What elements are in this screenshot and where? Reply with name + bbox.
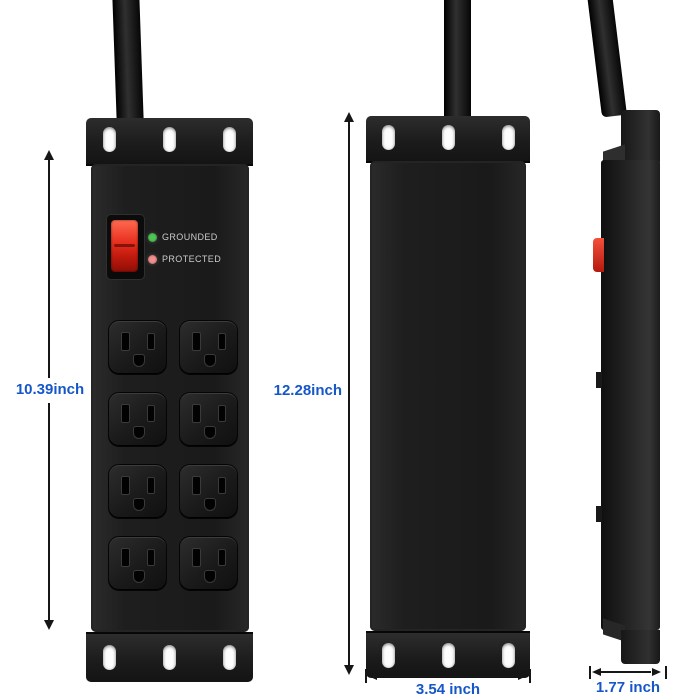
power-switch-rocker — [111, 220, 138, 272]
outlet-ground-hole — [133, 426, 145, 439]
arrow-right-icon — [518, 672, 527, 680]
power-outlet — [179, 464, 238, 519]
mounting-hole — [382, 125, 395, 150]
outlet-slot-right — [218, 477, 226, 494]
mounting-hole — [223, 127, 236, 152]
power-outlet — [108, 536, 167, 591]
mounting-flange-top — [366, 116, 530, 163]
mounting-hole — [382, 643, 395, 668]
outlet-slot-right — [147, 405, 155, 422]
outlet-ground-hole — [204, 426, 216, 439]
protected-led — [148, 255, 157, 264]
dimension-tick — [529, 669, 531, 683]
dimension-label: 12.28inch — [273, 382, 342, 399]
outlet-ground-hole — [204, 570, 216, 583]
outlet-slot-right — [218, 405, 226, 422]
outlet-ground-hole — [204, 498, 216, 511]
mounting-hole — [502, 643, 515, 668]
arrow-down-icon — [44, 620, 54, 630]
outlet-ground-hole — [204, 354, 216, 367]
power-outlet — [179, 320, 238, 375]
dimension-tick — [665, 666, 667, 679]
mounting-hole — [163, 645, 176, 670]
dimension-tick — [365, 669, 367, 683]
dimension-line — [48, 403, 50, 621]
outlet-slot-left — [192, 476, 201, 495]
power-outlet — [179, 536, 238, 591]
outlet-slot-left — [192, 332, 201, 351]
outlet-slot-left — [121, 476, 130, 495]
outlet-slot-right — [218, 333, 226, 350]
outlet-slot-right — [147, 333, 155, 350]
mounting-hole — [442, 643, 455, 668]
mounting-flange-bottom — [366, 631, 530, 678]
mounting-hole — [442, 125, 455, 150]
arrow-left-icon — [368, 672, 377, 680]
outlet-ground-hole — [133, 570, 145, 583]
outlet-slot-left — [192, 548, 201, 567]
outlet-slot-right — [147, 549, 155, 566]
mounting-hole — [163, 127, 176, 152]
side-edge-tab — [596, 372, 602, 388]
dimension-line — [601, 671, 651, 673]
power-outlet — [108, 392, 167, 447]
outlet-slot-right — [218, 549, 226, 566]
power-outlet — [108, 464, 167, 519]
outlet-slot-left — [121, 404, 130, 423]
dimension-label: 10.39inch — [15, 381, 85, 398]
outlet-ground-hole — [133, 498, 145, 511]
side-flange-plate-bottom — [621, 630, 660, 664]
outlet-slot-left — [192, 404, 201, 423]
power-cord — [444, 0, 471, 126]
outlet-slot-left — [121, 332, 130, 351]
arrow-up-icon — [44, 150, 54, 160]
grounded-label: GROUNDED — [162, 232, 218, 242]
grounded-led — [148, 233, 157, 242]
mounting-flange-top — [86, 118, 253, 166]
arrow-up-icon — [344, 112, 354, 122]
mounting-hole — [502, 125, 515, 150]
side-flange-plate-top — [621, 110, 660, 162]
mounting-hole — [103, 645, 116, 670]
mounting-hole — [103, 127, 116, 152]
dimension-label: 3.54 inch — [415, 681, 481, 697]
power-outlet — [108, 320, 167, 375]
dimension-line — [377, 675, 518, 677]
arrow-right-icon — [652, 668, 661, 676]
arrow-down-icon — [344, 665, 354, 675]
mounting-flange-bottom — [86, 632, 253, 682]
mounting-hole — [223, 645, 236, 670]
power-strip-back-panel — [370, 161, 526, 631]
power-cord — [586, 0, 627, 118]
power-switch — [106, 214, 145, 280]
dimension-label: 1.77 inch — [595, 679, 661, 696]
side-switch — [593, 238, 604, 272]
power-outlet — [179, 392, 238, 447]
outlet-slot-left — [121, 548, 130, 567]
outlet-ground-hole — [133, 354, 145, 367]
dimension-tick — [589, 666, 591, 679]
side-body — [601, 160, 660, 630]
outlet-slot-right — [147, 477, 155, 494]
dimension-line — [348, 122, 350, 666]
side-edge-tab — [596, 506, 602, 522]
dimension-line — [48, 160, 50, 378]
protected-label: PROTECTED — [162, 254, 222, 264]
power-cord — [112, 0, 144, 131]
arrow-left-icon — [592, 668, 601, 676]
